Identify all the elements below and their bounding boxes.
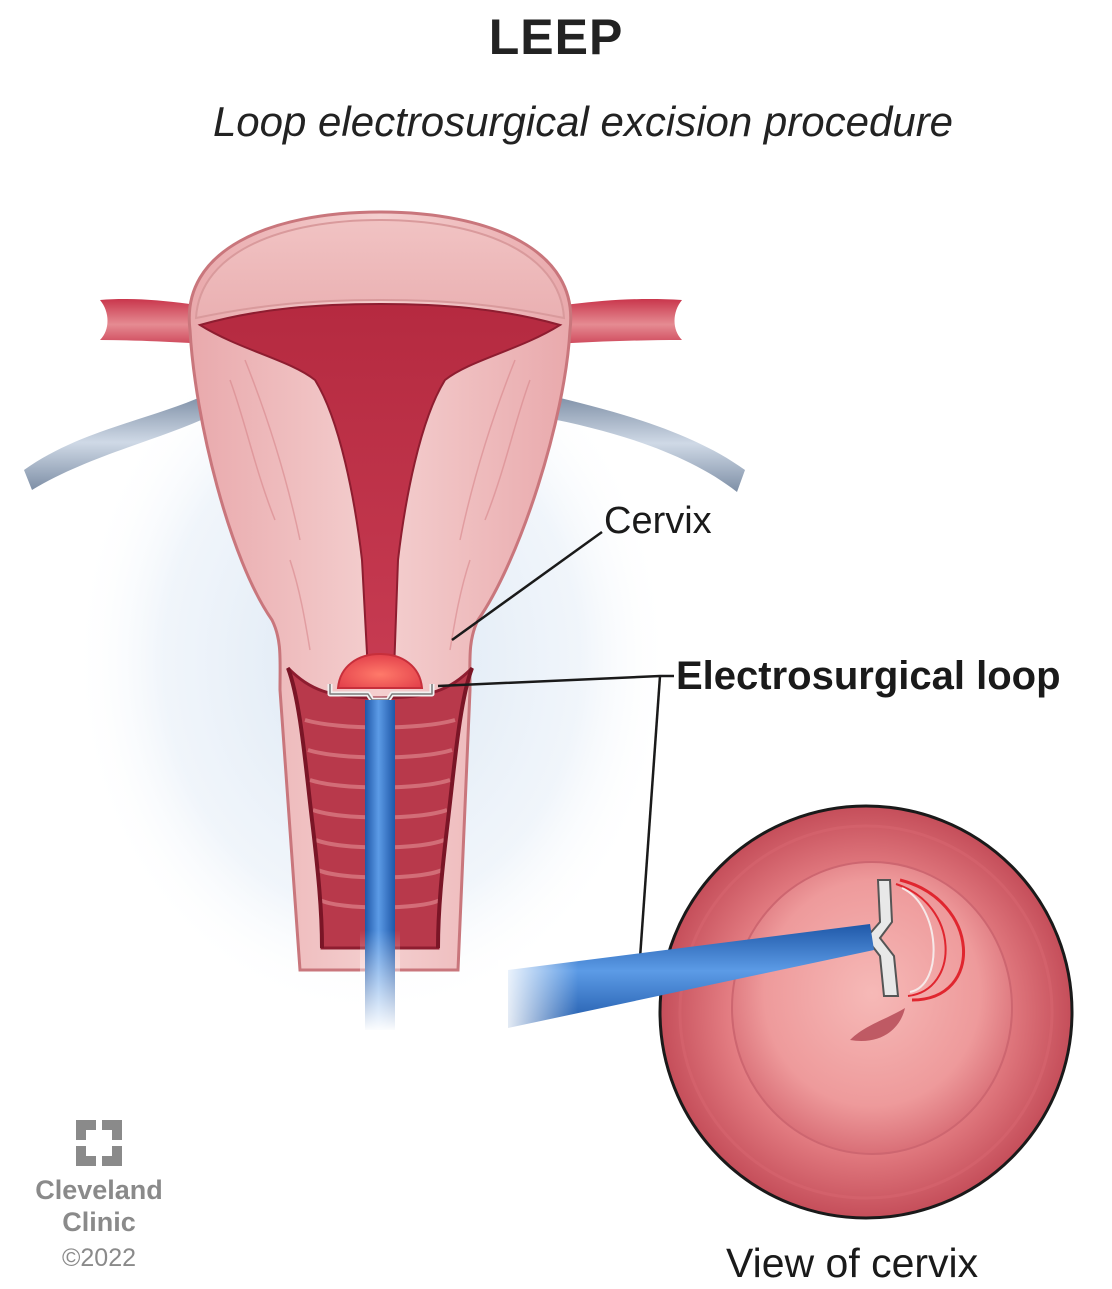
- cleveland-clinic-logo: [74, 1118, 124, 1168]
- cervix-view-inner: [732, 862, 1012, 1154]
- brand-block: Cleveland Clinic ©2022: [24, 1118, 174, 1273]
- brand-copyright: ©2022: [24, 1244, 174, 1273]
- horizontal-rod-fade: [498, 960, 578, 1038]
- brand-name: Cleveland Clinic: [24, 1174, 174, 1238]
- view-of-cervix-label: View of cervix: [726, 1240, 978, 1287]
- electrosurgical-loop-label: Electrosurgical loop: [676, 654, 1061, 699]
- cervix-label: Cervix: [604, 500, 712, 543]
- vertical-rod-fade: [360, 930, 400, 1032]
